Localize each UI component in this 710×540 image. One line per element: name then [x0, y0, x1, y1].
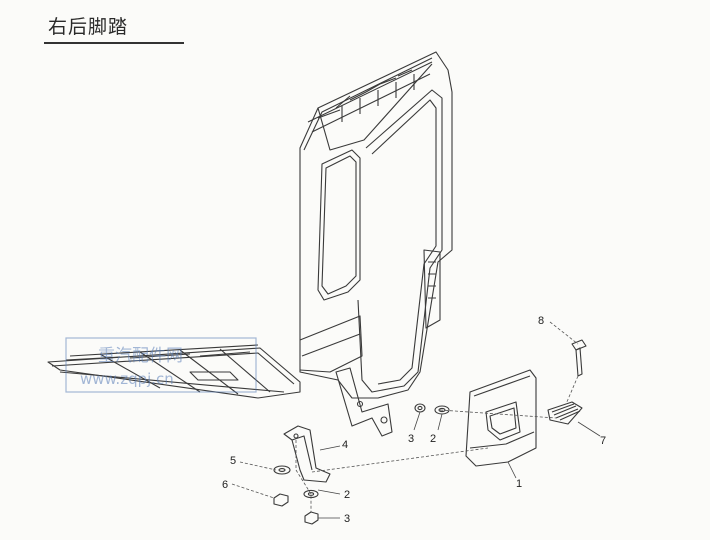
callout-3-upper: 3 [408, 433, 414, 445]
callout-2-lower: 2 [344, 489, 350, 501]
watermark-url: www.zqpj.cn [80, 370, 174, 388]
callout-4: 4 [342, 439, 348, 451]
callout-8: 8 [538, 315, 544, 327]
title-underline [44, 42, 184, 44]
cab-side-panel [299, 51, 453, 437]
callout-3-lower: 3 [344, 513, 350, 525]
fasteners-lower [273, 465, 319, 525]
mounting-bracket-part-4 [283, 425, 331, 483]
callout-1: 1 [516, 478, 522, 490]
callout-6: 6 [222, 479, 228, 491]
step-pad-part-7 [547, 401, 583, 425]
watermark-cn: 重汽配件网 [98, 346, 183, 366]
floor-frame [47, 344, 301, 399]
leader-lines [231, 321, 579, 512]
watermark: 重汽配件网 www.zqpj.cn [65, 337, 257, 393]
step-cover-part-1 [465, 369, 537, 467]
bolt-part-8 [571, 339, 587, 377]
callout-2-upper: 2 [430, 433, 436, 445]
callout-numbers: 1 2 2 3 3 4 5 6 7 8 [222, 315, 606, 525]
diagram-title: 右后脚踏 [48, 16, 129, 38]
callout-7: 7 [600, 435, 606, 447]
callout-leaders [317, 411, 601, 519]
callout-5: 5 [230, 455, 236, 467]
